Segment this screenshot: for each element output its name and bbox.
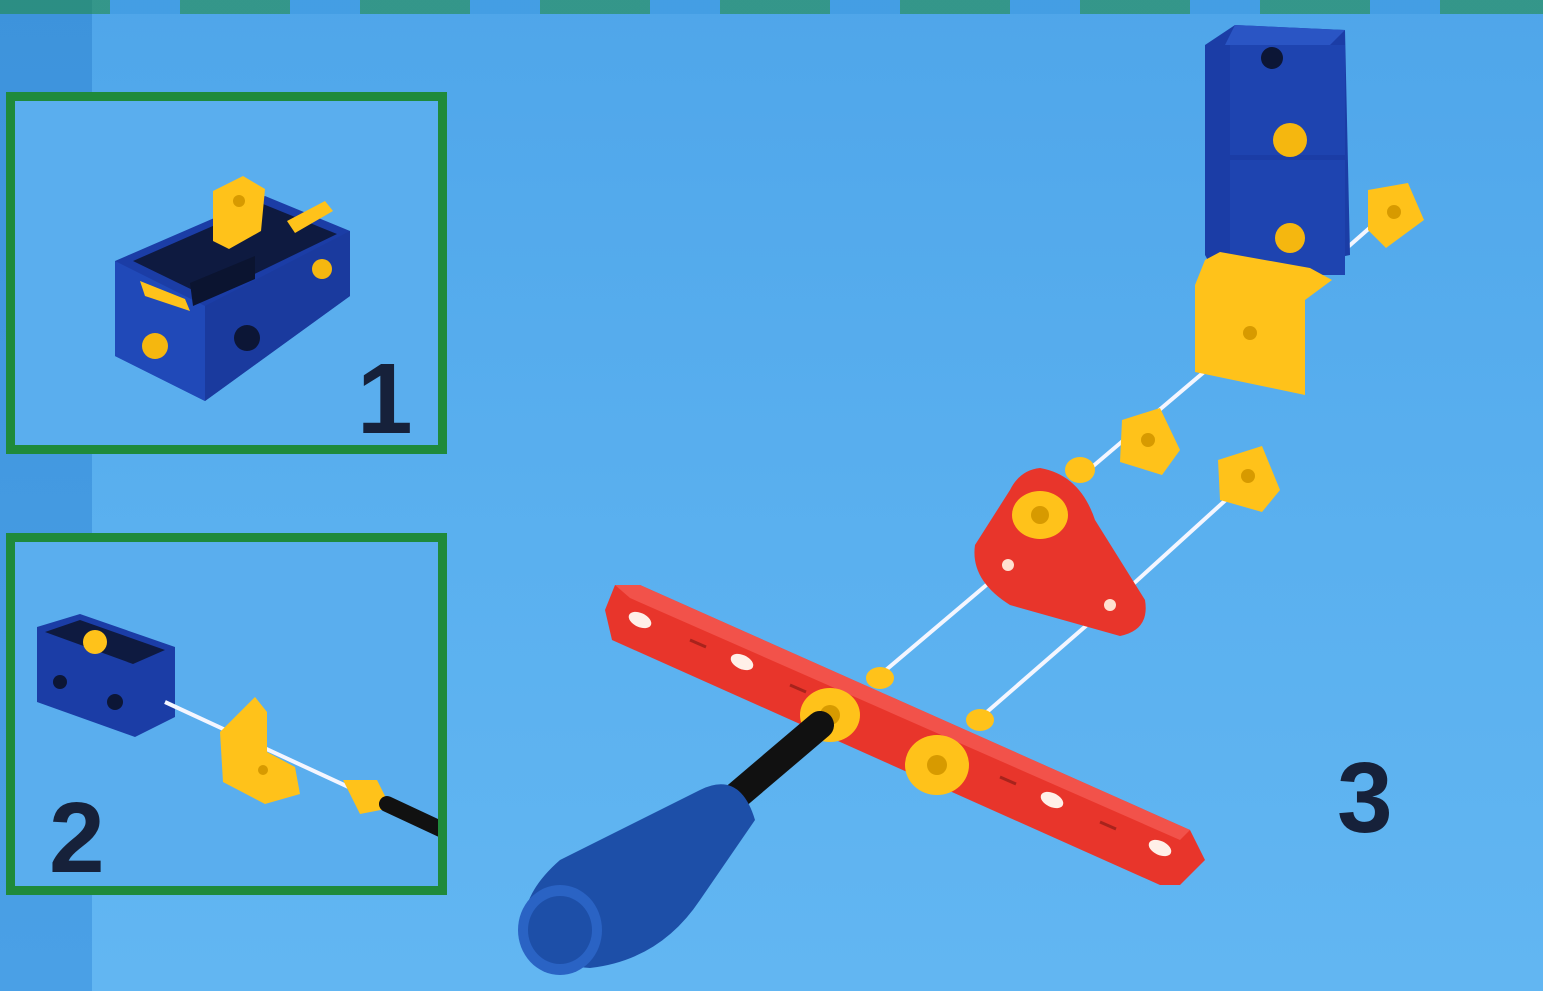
yellow-spacer-3: [966, 709, 994, 731]
yellow-square-nut-2: [1120, 408, 1180, 475]
yellow-round-nut-2: [905, 735, 969, 795]
yellow-spacer: [1065, 457, 1095, 483]
yellow-spacer-2: [866, 667, 894, 689]
top-edge-fringe: [0, 0, 1543, 14]
step-number-3: 3: [1337, 748, 1393, 848]
screwdriver: [518, 725, 820, 975]
step-number-1: 1: [357, 349, 413, 449]
step-2-frame: 2: [6, 533, 447, 895]
yellow-angle-bracket: [220, 697, 300, 804]
blue-double-cube: [1205, 25, 1350, 282]
assembly-bolt-lines: [880, 210, 1390, 718]
yellow-square-nut-1: [1368, 183, 1424, 248]
blue-small-block: [37, 614, 175, 737]
screwdriver-tip: [343, 780, 447, 832]
yellow-square-nut-3: [1218, 446, 1280, 512]
red-perforated-strip: [605, 585, 1205, 885]
yellow-angle-bracket-large: [1195, 252, 1332, 395]
yellow-round-nut-1: [800, 688, 860, 742]
step-1-frame: 1: [6, 92, 447, 454]
step-number-2: 2: [49, 788, 105, 888]
red-triangle-plate: [974, 468, 1145, 636]
